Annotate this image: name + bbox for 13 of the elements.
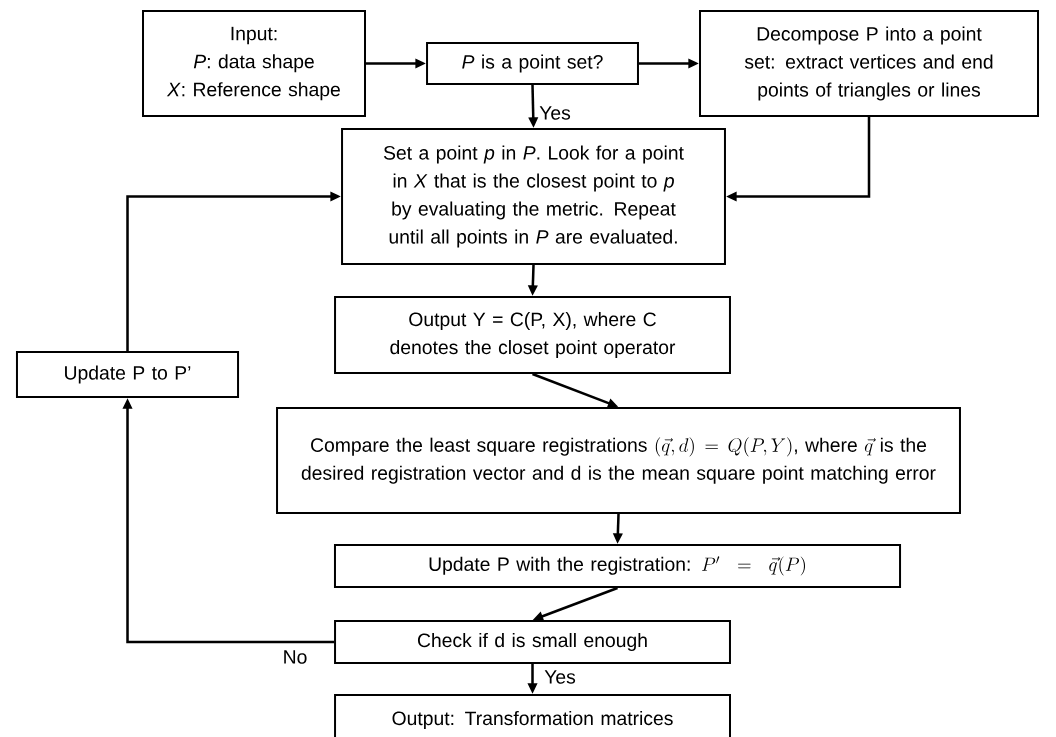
process-box: Update P to P’ <box>15 350 240 399</box>
edge-label: Yes <box>544 670 576 684</box>
process-box: Check if d is small enough <box>334 620 731 664</box>
edge-label: Yes <box>539 106 571 120</box>
process-box: Update P with the registration: $P'=\vec{q}(P)$ <box>333 544 902 588</box>
process-box: P is a point set? <box>426 41 639 86</box>
process-box: Output: Transformation matrices <box>334 694 731 737</box>
process-box: Compare the least square registrations $(\vec{q},d)=Q(P,Y)$ , where $\vec{q}$ is the desired registration vector and d is the mean square point matching error <box>276 406 961 514</box>
process-box: Input: P: data shape X: Reference shape <box>142 9 366 118</box>
process-box: Output Y = C(P, X), where C denotes the closet point operator <box>334 296 731 374</box>
edge-label: No <box>284 650 307 664</box>
process-box: Decompose P into a point set: extract vertices and end points of triangles or lines <box>699 9 1039 118</box>
process-box: Set a point p in P. Look for a point in X that is the closest point to p by evaluating the metric. Repeat until all points in P are evaluated. <box>341 128 726 265</box>
